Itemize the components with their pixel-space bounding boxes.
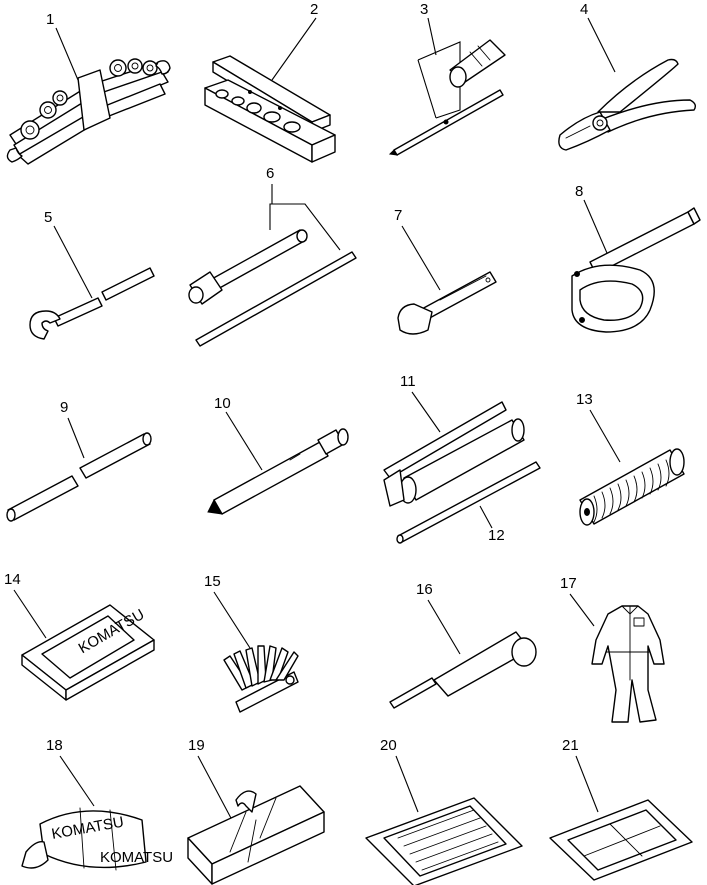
callout-11: 11 xyxy=(400,373,416,390)
cap-side-logo: KOMATSU xyxy=(100,849,173,866)
item-12-nozzle: 12 xyxy=(396,461,541,544)
callout-1: 1 xyxy=(46,11,54,28)
callout-5: 5 xyxy=(44,209,52,226)
callout-13: 13 xyxy=(576,391,593,408)
item-6-box-wrench: 6 xyxy=(188,165,357,347)
item-1-wrench-set: 1 xyxy=(6,11,171,165)
callout-17: 17 xyxy=(560,575,577,592)
item-5-spanner: 5 xyxy=(29,209,155,340)
item-14-tool-case: 14 KOMATSU xyxy=(4,571,155,701)
item-4-pliers: 4 xyxy=(558,1,697,151)
item-9-bar: 9 xyxy=(6,399,152,522)
callout-6: 6 xyxy=(266,165,274,182)
callout-9: 9 xyxy=(60,399,68,416)
callout-14: 14 xyxy=(4,571,21,588)
item-11-grease-gun: 11 xyxy=(383,373,525,507)
callout-16: 16 xyxy=(416,581,433,598)
item-16-screwdriver: 16 xyxy=(389,581,537,709)
callout-19: 19 xyxy=(188,737,205,754)
callout-21: 21 xyxy=(562,737,579,754)
callout-7: 7 xyxy=(394,207,402,224)
callout-8: 8 xyxy=(575,183,583,200)
item-8-filter-wrench: 8 xyxy=(571,183,701,333)
callout-20: 20 xyxy=(380,737,397,754)
item-19-tool-bag: 19 xyxy=(187,737,325,885)
callout-3: 3 xyxy=(420,1,428,18)
item-7-adjustable-wrench: 7 xyxy=(394,207,497,335)
item-17-coveralls: 17 xyxy=(560,575,665,723)
callout-15: 15 xyxy=(204,573,221,590)
item-3-screwdriver: 3 xyxy=(388,1,506,156)
callout-10: 10 xyxy=(214,395,231,412)
item-13-coil-hose: 13 xyxy=(576,391,685,526)
item-18-cap: 18 KOMATSU KOMATSU xyxy=(21,737,173,871)
item-20-manual: 20 xyxy=(365,737,523,885)
callout-18: 18 xyxy=(46,737,63,754)
item-10-grease-pump: 10 xyxy=(207,395,349,515)
item-15-feeler-gauge: 15 xyxy=(204,573,299,713)
item-2-socket-case: 2 xyxy=(204,1,336,163)
callout-12: 12 xyxy=(488,527,505,544)
callout-4: 4 xyxy=(580,1,588,18)
item-21-booklet: 21 xyxy=(549,737,693,881)
callout-2: 2 xyxy=(310,1,318,18)
